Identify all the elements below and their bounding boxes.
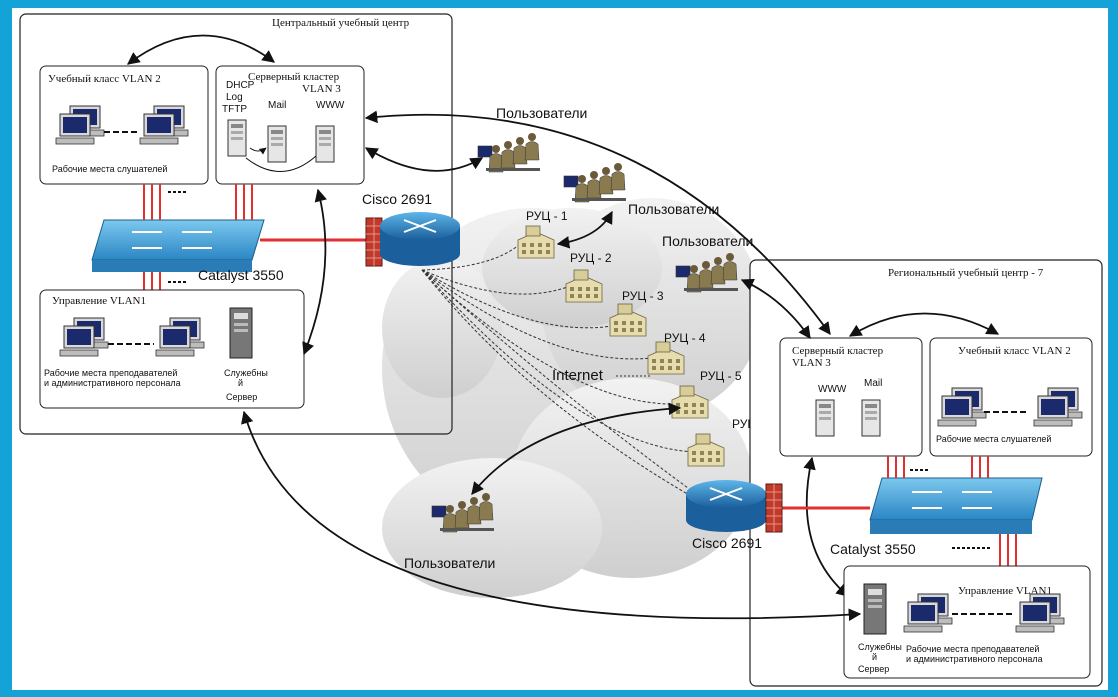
regional-classroom-box (929, 337, 1093, 457)
central-switch-label: Catalyst 3550 (198, 267, 284, 283)
central-cluster-title: Серверный кластер (248, 71, 340, 83)
regional-management-caption-2: и административного персонала (906, 654, 1043, 664)
central-router-label: Cisco 2691 (362, 191, 432, 207)
users-label-4: Пользователи (404, 555, 495, 571)
mail-label: Mail (268, 100, 286, 111)
server-icon (815, 399, 835, 437)
central-management-box (39, 289, 305, 409)
service-server-icon (863, 583, 887, 635)
network-diagram: Центральный учебный центр Учебный класс … (19, 13, 1103, 687)
central-classroom-title: Учебный класс VLAN 2 (48, 73, 161, 85)
central-center-title: Центральный учебный центр (272, 17, 410, 29)
central-switch-icon (91, 219, 265, 272)
server-icon (315, 125, 335, 163)
regional-firewall-icon (765, 483, 783, 533)
central-classroom-caption: Рабочие места слушателей (52, 164, 167, 174)
regional-switch-icon (869, 477, 1043, 534)
regional-management-caption-1: Рабочие места преподавателей (906, 644, 1039, 654)
server-icon (267, 125, 287, 163)
service-server-icon (229, 307, 253, 359)
regional-services-label-3: Сервер (858, 664, 889, 674)
central-services-label-1: Служебны (224, 368, 268, 378)
central-management-title: Управление VLAN1 (52, 295, 146, 307)
internet-label: Internet (552, 367, 604, 384)
central-services-label-3: Сервер (226, 392, 257, 402)
regional-www-label: WWW (818, 384, 847, 395)
users-icon (564, 163, 626, 202)
central-cluster-vlan: VLAN 3 (302, 83, 341, 95)
users-icon (478, 133, 540, 172)
users-label-3: Пользователи (662, 233, 753, 249)
log-label: Log (226, 92, 243, 103)
regional-mail-label: Mail (864, 378, 882, 389)
central-services-label-2: й (238, 378, 243, 388)
regional-management-box (843, 565, 1091, 679)
server-icon (861, 399, 881, 437)
tftp-label: TFTP (222, 104, 247, 115)
central-management-caption-1: Рабочие места преподавателей (44, 368, 177, 378)
central-management-caption-2: и административного персонала (44, 378, 181, 388)
server-icon (227, 119, 247, 157)
ruc-1-label: РУЦ - 1 (526, 209, 568, 223)
regional-cluster-title: Серверный кластер (792, 345, 884, 357)
www-label: WWW (316, 100, 345, 111)
regional-management-title: Управление VLAN1 (958, 585, 1052, 597)
ruc-2-label: РУЦ - 2 (570, 251, 612, 265)
ruc-3-label: РУЦ - 3 (622, 289, 664, 303)
users-label-2: Пользователи (628, 201, 719, 217)
dhcp-label: DHCP (226, 80, 255, 91)
regional-switch-label: Catalyst 3550 (830, 541, 916, 557)
regional-classroom-title: Учебный класс VLAN 2 (958, 345, 1071, 357)
regional-router-icon (686, 480, 766, 532)
central-classroom-box (39, 65, 209, 185)
regional-center-title: Региональный учебный центр - 7 (888, 267, 1044, 279)
long-connection-arrows (241, 110, 862, 621)
regional-services-label-2: й (872, 652, 877, 662)
regional-classroom-caption: Рабочие места слушателей (936, 434, 1051, 444)
ruc-5-label: РУЦ - 5 (700, 369, 742, 383)
ruc-4-label: РУЦ - 4 (664, 331, 706, 345)
regional-cluster-vlan: VLAN 3 (792, 357, 831, 369)
regional-services-label-1: Служебны (858, 642, 902, 652)
diagram-canvas: Центральный учебный центр Учебный класс … (12, 8, 1108, 690)
central-firewall-icon (365, 217, 383, 267)
central-router-icon (380, 212, 460, 266)
central-vlan-arrows (126, 34, 327, 356)
regional-router-label: Cisco 2691 (692, 535, 762, 551)
users-label-1: Пользователи (496, 105, 587, 121)
